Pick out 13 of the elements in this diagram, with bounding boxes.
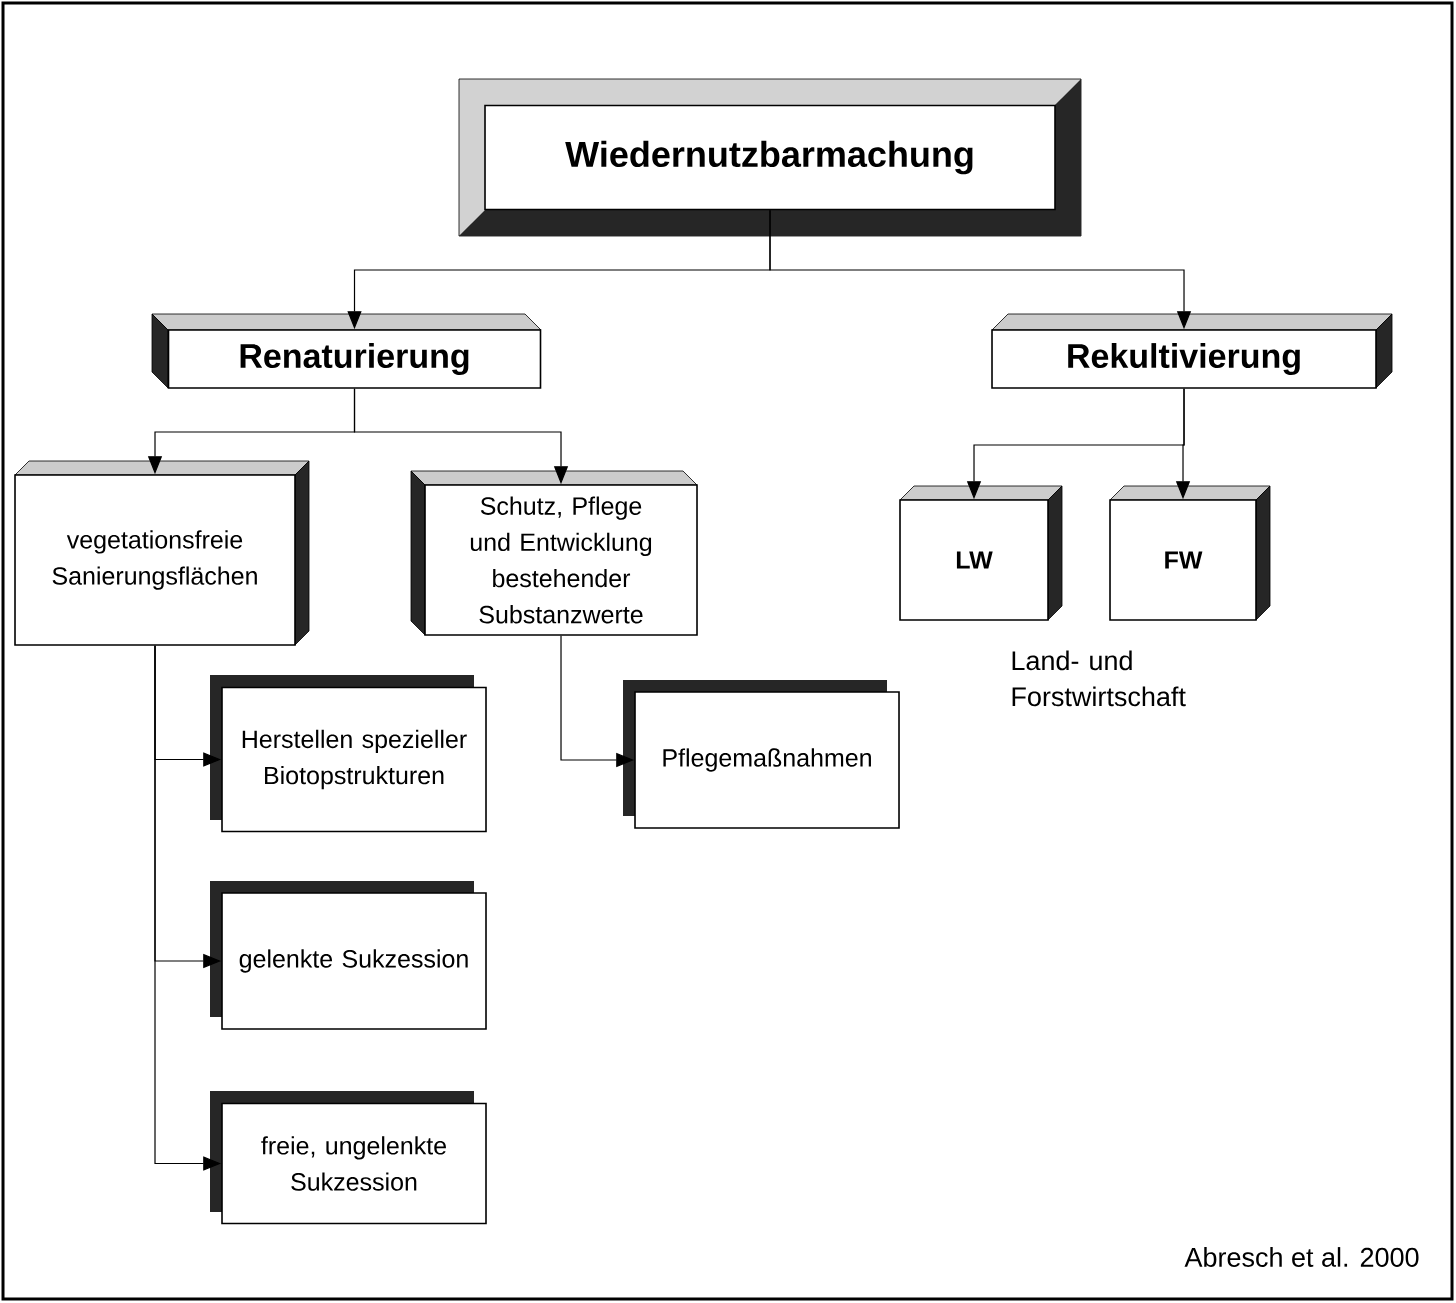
process-box: Schutz, Pflege und Entwicklung bestehender Substanzwerte <box>410 470 698 636</box>
process-box: FW <box>1109 485 1271 621</box>
process-box: Pflegemaßnahmen <box>623 680 900 829</box>
title-box: Wiedernutzbarmachung <box>458 78 1082 237</box>
process-box: freie, ungelenkte Sukzession <box>210 1091 487 1225</box>
source-citation: Abresch et al. 2000 <box>1184 1247 1419 1267</box>
process-box: LW <box>899 485 1063 621</box>
process-box: gelenkte Sukzession <box>210 881 487 1030</box>
process-box: Herstellen spezieller Biotopstrukturen <box>210 675 487 833</box>
note-text: Land- und Forstwirtschaft <box>1012 650 1186 707</box>
process-box: vegetationsfreie Sanierungsflächen <box>14 460 310 646</box>
category-box: Renaturierung <box>151 313 542 389</box>
category-box: Rekultivierung <box>991 313 1393 389</box>
